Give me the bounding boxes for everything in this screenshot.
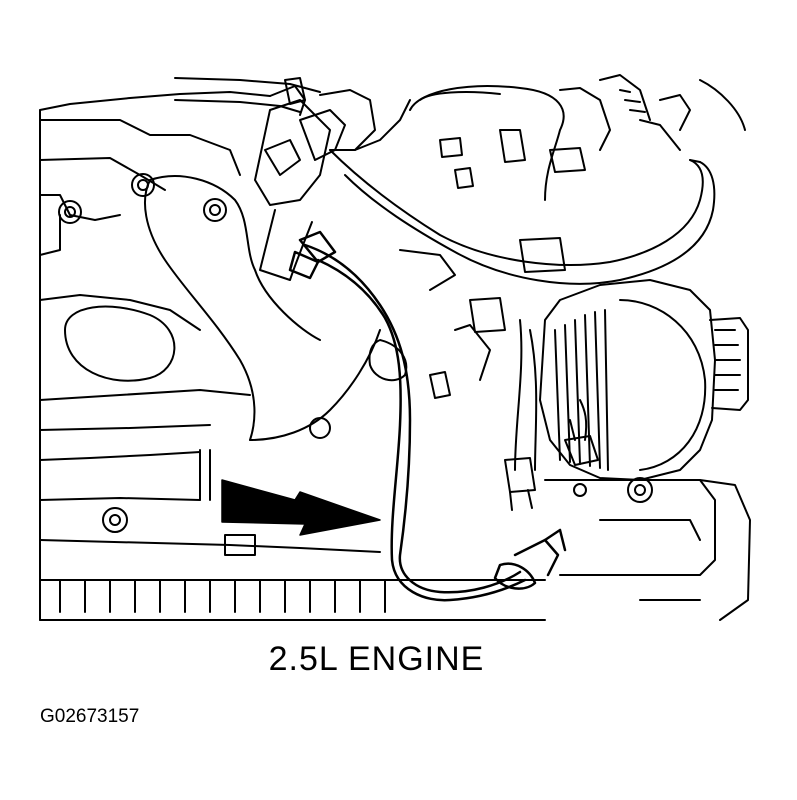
top-right-hatching bbox=[439, 89, 691, 173]
wiring-harness bbox=[368, 74, 746, 511]
heater-hose bbox=[288, 230, 567, 602]
cylinder-head-outline bbox=[39, 91, 546, 621]
alternator bbox=[539, 279, 751, 621]
upper-coolant-hose bbox=[174, 77, 716, 285]
manifold-runners bbox=[39, 119, 381, 533]
pointer-arrow-icon bbox=[221, 479, 381, 536]
hose-fittings bbox=[254, 77, 411, 281]
engine-caption: 2.5L ENGINE bbox=[268, 640, 485, 678]
figure-id-label: G02673157 bbox=[40, 706, 140, 727]
